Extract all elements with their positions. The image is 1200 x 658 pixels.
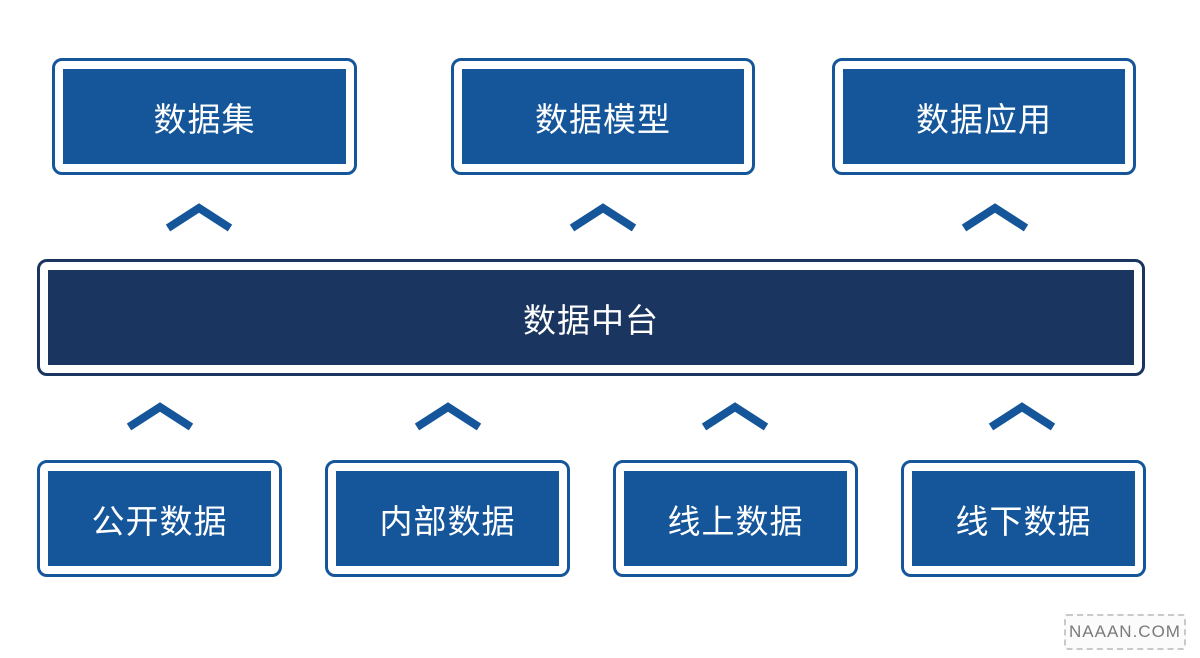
online-data-label: 线上数据 bbox=[624, 471, 847, 566]
chevron-up-icon bbox=[568, 200, 638, 232]
offline-data-box: 线下数据 bbox=[901, 460, 1146, 577]
chevron-up-icon bbox=[960, 200, 1030, 232]
data-application-box: 数据应用 bbox=[832, 58, 1136, 175]
public-data-box: 公开数据 bbox=[37, 460, 282, 577]
data-middle-platform-label: 数据中台 bbox=[48, 270, 1134, 365]
data-application-label: 数据应用 bbox=[843, 69, 1125, 164]
chevron-up-icon bbox=[125, 399, 195, 431]
offline-data-label: 线下数据 bbox=[912, 471, 1135, 566]
dataset-box: 数据集 bbox=[52, 58, 357, 175]
data-model-box: 数据模型 bbox=[451, 58, 755, 175]
internal-data-label: 内部数据 bbox=[336, 471, 559, 566]
chevron-up-icon bbox=[164, 200, 234, 232]
chevron-up-icon bbox=[987, 399, 1057, 431]
chevron-up-icon bbox=[700, 399, 770, 431]
data-model-label: 数据模型 bbox=[462, 69, 744, 164]
online-data-box: 线上数据 bbox=[613, 460, 858, 577]
dataset-label: 数据集 bbox=[63, 69, 346, 164]
watermark: NAAAN.COM bbox=[1064, 614, 1186, 650]
public-data-label: 公开数据 bbox=[48, 471, 271, 566]
data-middle-platform-box: 数据中台 bbox=[37, 259, 1145, 376]
chevron-up-icon bbox=[413, 399, 483, 431]
internal-data-box: 内部数据 bbox=[325, 460, 570, 577]
